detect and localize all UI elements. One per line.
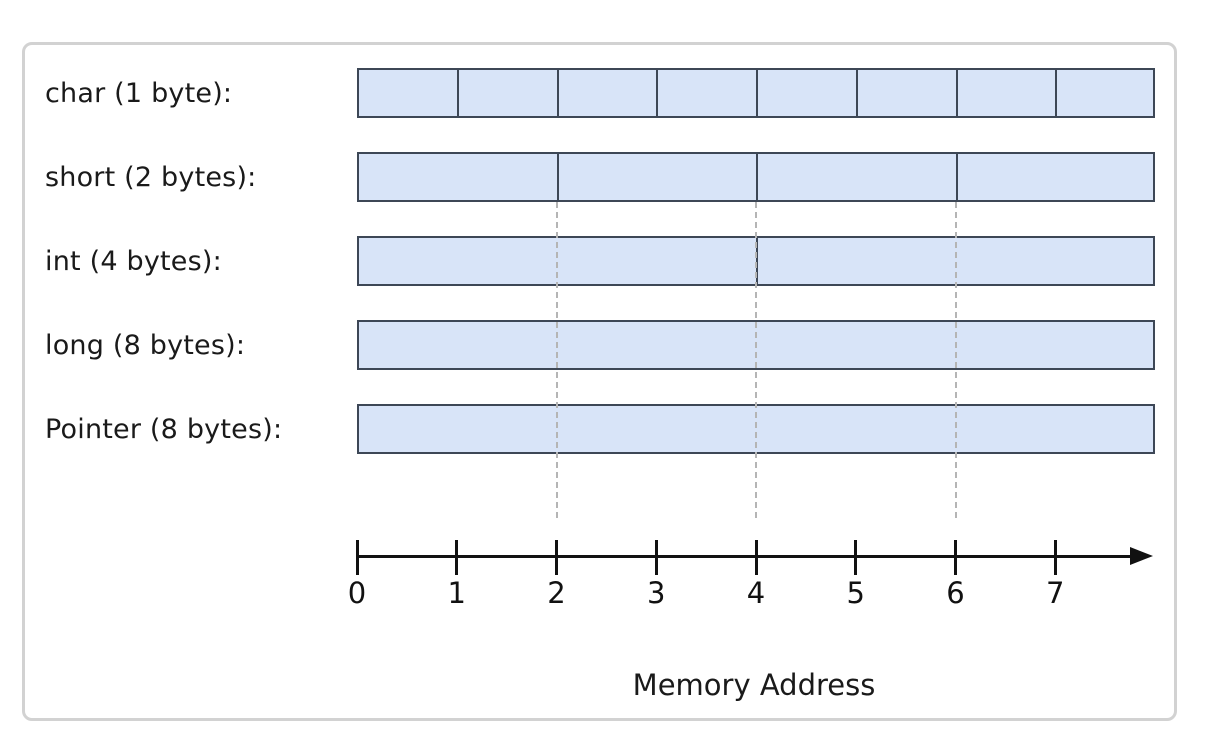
long-row-label: long (8 bytes): — [45, 329, 246, 361]
byte-divider — [756, 238, 758, 284]
byte-guide-line — [755, 202, 757, 518]
byte-divider — [1055, 70, 1058, 116]
pointer-row-label: Pointer (8 bytes): — [45, 413, 283, 445]
byte-divider — [456, 70, 459, 116]
axis-tick — [455, 540, 459, 575]
byte-divider — [955, 154, 958, 200]
char-byte-bar — [357, 68, 1155, 118]
byte-guide-line — [954, 202, 957, 518]
byte-divider — [756, 154, 758, 200]
axis-tick — [854, 540, 858, 575]
int-row-label: int (4 bytes): — [45, 245, 222, 277]
axis-tick-label: 2 — [547, 576, 566, 610]
axis-tick — [954, 540, 957, 575]
byte-divider — [556, 154, 559, 200]
byte-divider — [855, 70, 858, 116]
axis-tick — [555, 540, 558, 575]
byte-guide-line — [555, 202, 558, 518]
axis-title: Memory Address — [632, 668, 876, 702]
short-row-label: short (2 bytes): — [45, 161, 257, 193]
char-row-label: char (1 byte): — [45, 77, 233, 109]
axis-tick-label: 0 — [347, 576, 367, 610]
axis-tick — [754, 540, 758, 575]
axis-line — [357, 555, 1133, 558]
byte-divider — [656, 70, 659, 116]
axis-tick-label: 5 — [846, 576, 865, 610]
axis-tick-label: 1 — [447, 576, 466, 610]
axis-tick-label: 3 — [647, 576, 666, 610]
axis-tick — [1053, 540, 1057, 575]
axis-tick-label: 7 — [1046, 576, 1065, 610]
byte-divider — [955, 70, 958, 116]
axis-tick-label: 4 — [746, 576, 766, 610]
figure-frame — [22, 42, 1177, 721]
axis-arrowhead-icon — [1130, 547, 1153, 565]
axis-tick — [654, 540, 658, 575]
axis-tick — [355, 540, 359, 575]
short-byte-bar — [357, 152, 1155, 202]
byte-divider — [756, 70, 758, 116]
axis-tick-label: 6 — [946, 576, 965, 610]
byte-divider — [556, 70, 559, 116]
